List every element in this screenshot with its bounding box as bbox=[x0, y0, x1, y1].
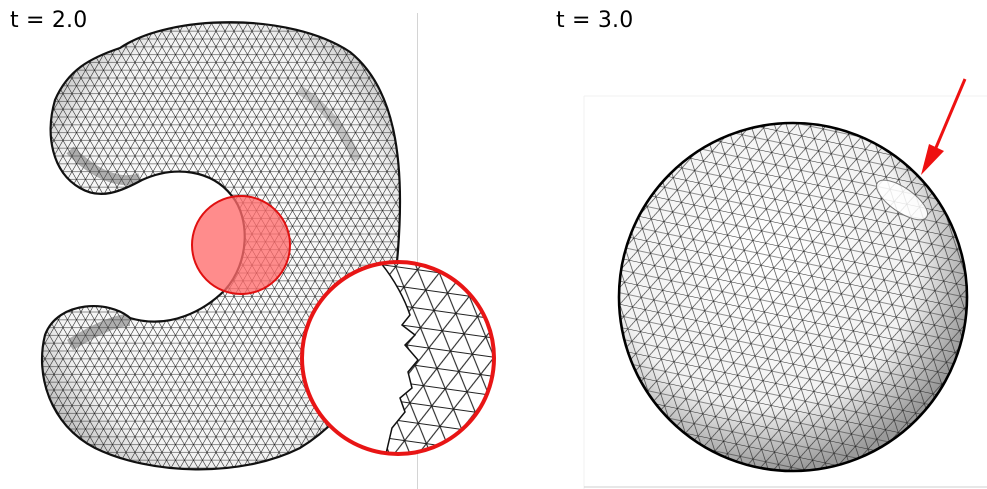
zoom-inset bbox=[300, 260, 496, 456]
sphere-mesh bbox=[617, 121, 969, 473]
panel-divider bbox=[417, 13, 418, 489]
highlight-circle bbox=[191, 195, 291, 295]
time-label-right: t = 3.0 bbox=[556, 8, 634, 33]
arrow-indicator bbox=[921, 78, 967, 175]
time-label-left: t = 2.0 bbox=[10, 8, 88, 33]
